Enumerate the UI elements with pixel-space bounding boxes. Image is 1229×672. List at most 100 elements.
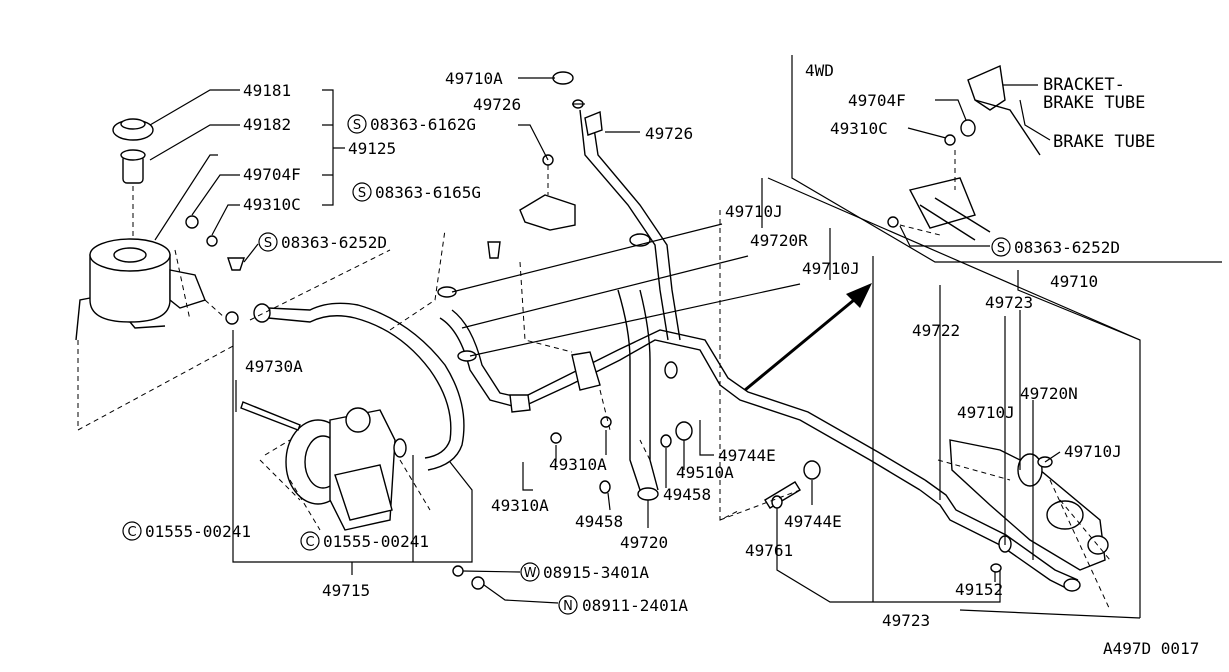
center-dash-misc (519, 261, 651, 461)
label-bracket-brake-tube-1: BRACKET- (1043, 75, 1125, 95)
arrow-shaft (744, 293, 861, 392)
label-c01555-a: 01555-00241 (145, 522, 251, 541)
circled-s-letter-b: S (353, 118, 361, 133)
pump-dash-links (259, 439, 431, 511)
label-49730a: 49730A (245, 357, 303, 376)
circled-c-icon-b (300, 531, 320, 551)
leader-49182 (149, 124, 240, 161)
circled-s-letter: S (264, 236, 272, 251)
gear-leaders (776, 256, 1141, 619)
pump-leaders (232, 229, 559, 604)
leader-inset-49310c (907, 127, 947, 139)
label-s-6252d-left: 08363-6252D (281, 233, 387, 252)
inset-brake-tube (974, 99, 1041, 156)
label-49726-b: 49726 (645, 124, 693, 143)
washer-49310c (206, 235, 218, 247)
reservoir-bracket (169, 269, 206, 309)
leader-49310a-a (522, 462, 533, 491)
bolt-08363-6252d (227, 257, 245, 271)
circled-s-icon (258, 232, 278, 252)
inset-bracket (967, 64, 1006, 111)
circled-w-icon (520, 562, 540, 582)
label-49710j-d: 49710J (1064, 442, 1122, 461)
bracket-49715-ticks (351, 455, 414, 575)
label-49722: 49722 (912, 321, 960, 340)
clamp-49710j (437, 286, 457, 298)
label-inset-4wd: 4WD (805, 61, 834, 80)
fitting-gear-b (1063, 578, 1081, 592)
hose-clamp (225, 311, 239, 325)
reservoir-strainer-top (120, 149, 146, 161)
pump-group (240, 302, 485, 590)
clamp-49710j-b (457, 350, 477, 362)
leader-s-6252d (243, 243, 259, 263)
circled-c-letter-b: C (305, 535, 314, 550)
leader-inset-s-6252d (899, 225, 990, 247)
suction-hose-inner (267, 302, 465, 471)
label-49458-b: 49458 (575, 512, 623, 531)
label-49310c-left: 49310C (243, 195, 301, 214)
fitting-49510a (675, 421, 693, 441)
washer-49310a-b (600, 416, 612, 428)
label-49723-bottom: 49723 (882, 611, 930, 630)
reservoir-leaders (149, 89, 345, 263)
front-arrow (744, 283, 872, 392)
leader-frame-center (761, 178, 831, 280)
label-bracket-brake-tube-2: BRAKE TUBE (1043, 93, 1145, 113)
pump-cover (334, 464, 393, 521)
label-49720n: 49720N (1020, 384, 1078, 403)
hose-49720-end (637, 487, 659, 501)
pressure-line-b (451, 309, 926, 481)
label-inset-49704f: 49704F (848, 91, 906, 110)
leader-49723-base (959, 609, 1141, 619)
gear-section (719, 177, 1141, 618)
line-bracket-b (571, 351, 601, 391)
label-49125: 49125 (348, 139, 396, 158)
leader-49458-b (607, 492, 611, 511)
label-s-6162g: 08363-6162G (370, 115, 476, 134)
label-49761: 49761 (745, 541, 793, 560)
leader-49181 (149, 89, 240, 126)
pump-clamp (393, 438, 407, 458)
label-49723-top: 49723 (985, 293, 1033, 312)
reservoir-dash-frame (77, 340, 236, 431)
circled-s-icon-d (991, 237, 1011, 257)
label-49710a: 49710A (445, 69, 503, 88)
pump-dash-misc (249, 229, 446, 531)
inset-dash (899, 150, 956, 236)
leader-inset-49704f (935, 99, 967, 121)
leader-49125-tank (154, 154, 218, 241)
inset-leaders (899, 84, 1051, 247)
bracket-49715 (232, 330, 473, 563)
inset-washer-49310c (944, 134, 956, 146)
circled-s-letter-c: S (358, 186, 366, 201)
gear-dash-links (719, 459, 1111, 611)
circled-n-icon (558, 595, 578, 615)
label-s-6165g: 08363-6165G (375, 183, 481, 202)
reservoir-cap-top (120, 118, 146, 130)
line-clip (509, 394, 531, 413)
reservoir-outlet-bottom (129, 321, 166, 329)
reservoir-outlet-left (75, 297, 91, 341)
leader-49710j-b (469, 283, 801, 357)
gear-piston (1046, 500, 1084, 530)
leader-49310c (211, 204, 240, 236)
gear-valve (1017, 453, 1043, 487)
reservoir-group (75, 118, 245, 431)
pressure-line-a (439, 317, 921, 491)
circled-s-icon-c (352, 182, 372, 202)
leader-49720r (461, 255, 749, 329)
pump-inlet (345, 407, 371, 433)
grommet-49704f (185, 215, 199, 229)
label-49310a-b: 49310A (491, 496, 549, 515)
label-w08915: 08915-3401A (543, 563, 649, 582)
fitting-49761 (764, 481, 801, 509)
label-49152: 49152 (955, 580, 1003, 599)
center-lines (437, 71, 926, 501)
reservoir-neck (113, 247, 147, 263)
bolt-08363-6165g (487, 241, 501, 259)
hose-49720-left (617, 289, 641, 491)
inset-lower-tubes (919, 197, 991, 241)
circled-n-letter: N (563, 599, 573, 614)
